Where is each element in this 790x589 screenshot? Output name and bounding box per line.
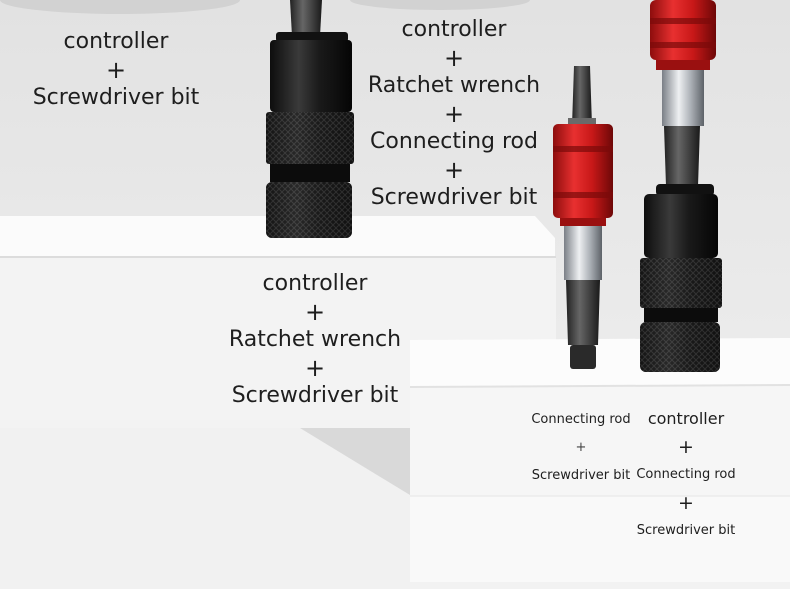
plus-sign: + (443, 100, 465, 128)
plus-sign: + (304, 298, 326, 326)
label-line: Screwdriver bit (531, 468, 631, 483)
label-line: Screwdriver bit (32, 85, 200, 110)
label-line: controller (401, 17, 507, 42)
label-line: Ratchet wrench (228, 327, 402, 352)
combo-label-rod-bit: Connecting rod + Screwdriver bit (516, 406, 646, 490)
label-line: Connecting rod (531, 412, 631, 427)
label-line: Screwdriver bit (231, 383, 399, 408)
red-handle-black-holder (640, 0, 722, 372)
plus-sign: + (678, 436, 694, 458)
plus-sign: + (443, 44, 465, 72)
combo-label-controller-bit: controller + Screwdriver bit (16, 28, 216, 112)
combo-label-controller-ratchet-bit: controller + Ratchet wrench + Screwdrive… (210, 270, 420, 410)
plus-sign: + (575, 440, 587, 455)
black-bit-holder (266, 0, 354, 238)
plus-sign: + (678, 492, 694, 514)
label-line: controller (647, 409, 725, 428)
label-line: Connecting rod (370, 129, 538, 154)
label-line: controller (63, 29, 169, 54)
label-line: Screwdriver bit (370, 185, 538, 210)
red-connecting-rod (553, 66, 613, 369)
display-blocks (0, 216, 790, 589)
label-line: Screwdriver bit (636, 523, 736, 538)
plus-sign: + (105, 56, 127, 84)
plus-sign: + (304, 354, 326, 382)
label-line: Ratchet wrench (367, 73, 541, 98)
label-line: Connecting rod (636, 467, 736, 482)
combo-label-controller-rod-bit: controller + Connecting rod + Screwdrive… (626, 405, 746, 545)
combo-label-full-set: controller + Ratchet wrench + Connecting… (352, 16, 556, 212)
plus-sign: + (443, 156, 465, 184)
label-line: controller (262, 271, 368, 296)
